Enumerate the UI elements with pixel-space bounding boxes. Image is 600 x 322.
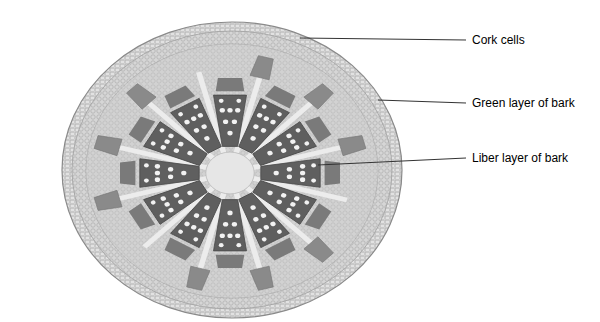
leader-line (318, 158, 466, 165)
leader-lines (300, 38, 466, 165)
part-label: Green layer of bark (472, 95, 575, 111)
leader-line (300, 38, 466, 40)
part-label: Cork cells (472, 32, 525, 48)
part-label: Liber layer of bark (472, 150, 568, 166)
leader-line (378, 100, 466, 103)
